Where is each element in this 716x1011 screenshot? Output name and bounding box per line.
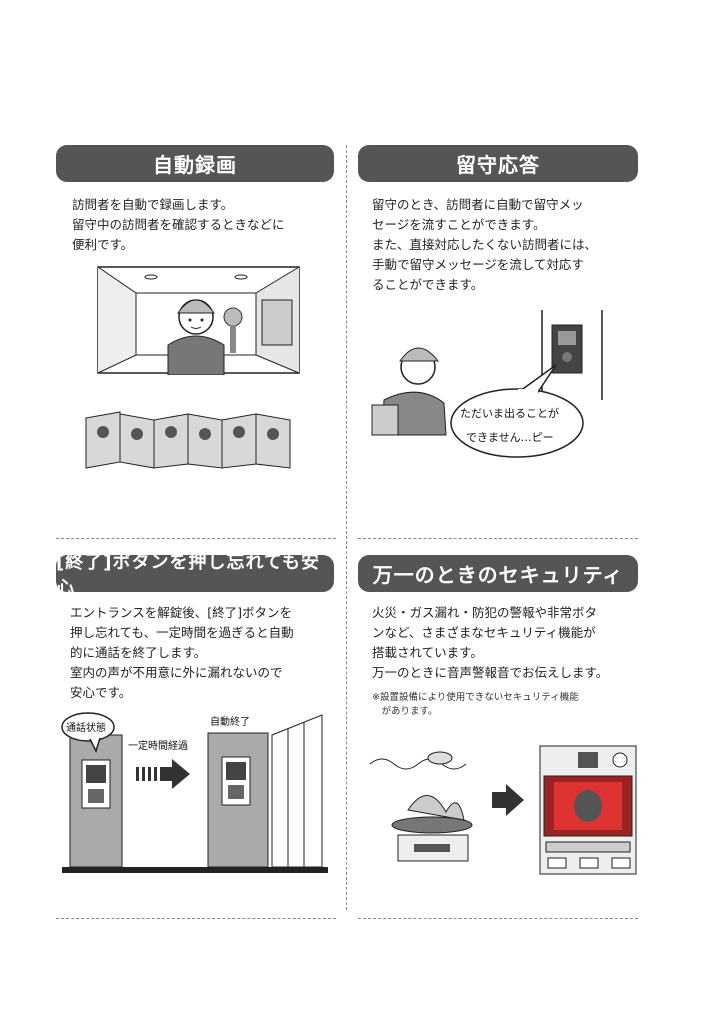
row-divider-left: [56, 538, 336, 539]
section-4-text: 火災・ガス漏れ・防犯の警報や非常ボタ ンなど、さまざまなセキュリティ機能が 搭載…: [372, 605, 609, 680]
section-2-text: 留守のとき、訪問者に自動で留守メッ セージを流すことができます。 また、直接対応…: [372, 197, 598, 292]
bubble-line-2: できません…ピー: [466, 431, 554, 444]
column-divider: [346, 145, 347, 910]
recording-illustration: [97, 266, 300, 375]
section-1-text: 訪問者を自動で録画します。 留守中の訪問者を確認するときなどに 便利です。: [72, 197, 285, 252]
bottom-divider-left: [56, 918, 336, 919]
elapsed-label: 一定時間経過: [128, 739, 188, 752]
row-divider-right: [358, 538, 638, 539]
call-state-label: 通話状態: [66, 721, 106, 734]
section-1-title: 自動録画: [56, 145, 334, 182]
bottom-divider-right: [358, 918, 638, 919]
section-4-title: 万一のときのセキュリティ: [358, 555, 638, 592]
section-4-note: ※設置設備により使用できないセキュリティ機能 があります。: [372, 692, 579, 717]
bubble-line-1: ただいま出ることが: [460, 406, 559, 420]
answering-illustration: ただいま出ることが できません…ピー: [371, 310, 603, 458]
section-2-title: 留守応答: [358, 145, 638, 182]
recorded-frames-illustration: [85, 411, 291, 469]
auto-end-illustration: 通話状態 一定時間経過 自動終了: [61, 712, 328, 873]
auto-end-label: 自動終了: [210, 715, 250, 728]
section-3-title: [終了]ボタンを押し忘れても安心: [56, 552, 334, 599]
security-illustration: [369, 745, 637, 875]
section-3-text: エントランスを解錠後、[終了]ボタンを 押し忘れても、一定時間を過ぎると自動 的…: [70, 605, 294, 700]
